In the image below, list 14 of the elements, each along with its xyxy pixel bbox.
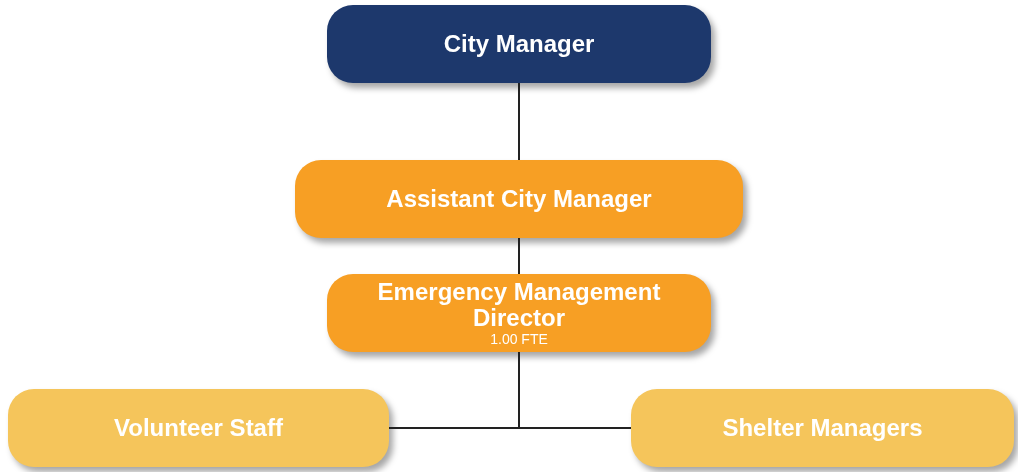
role-box — [295, 160, 743, 238]
role-box — [327, 274, 711, 352]
connector-line — [518, 351, 632, 429]
connector-line — [518, 237, 520, 275]
role-title: City Manager — [443, 31, 595, 57]
role-box — [8, 389, 389, 467]
role-box — [327, 5, 711, 83]
role-box — [631, 389, 1014, 467]
role-title: Emergency Management Director — [376, 279, 662, 331]
role-title: Shelter Managers — [722, 415, 923, 441]
role-title: Volunteer Staff — [114, 415, 283, 441]
connector-line — [518, 82, 520, 161]
role-title: Assistant City Manager — [386, 186, 652, 212]
fte-note: 1.00 FTE — [490, 331, 548, 347]
